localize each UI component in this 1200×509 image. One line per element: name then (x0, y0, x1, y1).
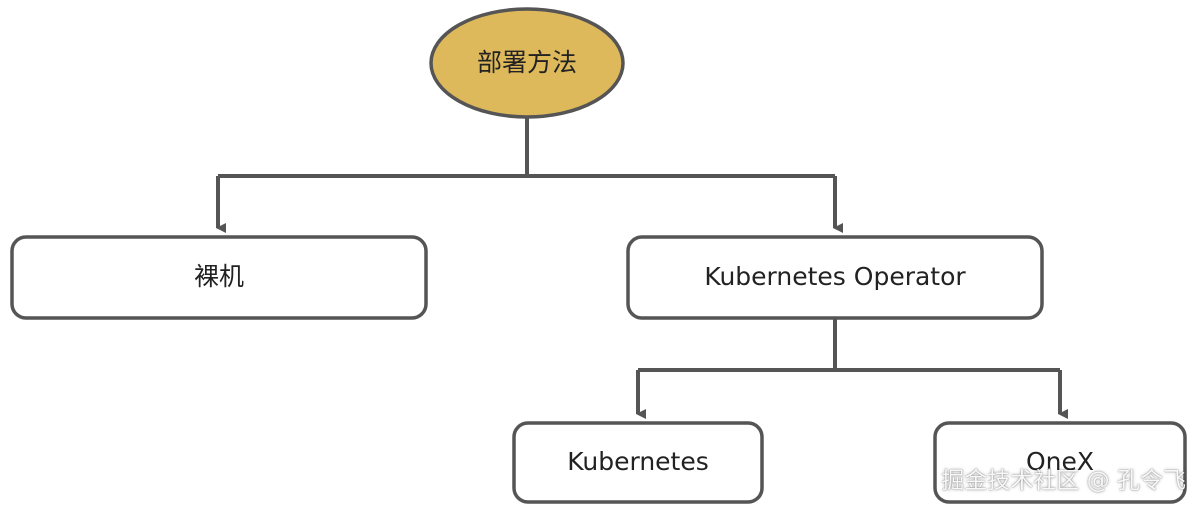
node-kubernetes-operator-label: Kubernetes Operator (704, 262, 966, 291)
connector-root-to-children (216, 117, 843, 233)
node-kubernetes-operator: Kubernetes Operator (626, 235, 1044, 320)
node-onex: OneX (933, 421, 1187, 504)
connector-operator-to-children (636, 318, 1068, 419)
node-kubernetes: Kubernetes (512, 421, 764, 504)
node-bare-metal-label: 裸机 (194, 262, 244, 291)
node-kubernetes-label: Kubernetes (567, 447, 709, 476)
node-onex-label: OneX (1026, 447, 1094, 476)
root-node: 部署方法 (429, 7, 625, 119)
watermark-text: 掘金技术社区 @ 孔令飞 (941, 468, 1186, 494)
node-bare-metal: 裸机 (10, 235, 428, 320)
root-node-label: 部署方法 (477, 48, 577, 77)
